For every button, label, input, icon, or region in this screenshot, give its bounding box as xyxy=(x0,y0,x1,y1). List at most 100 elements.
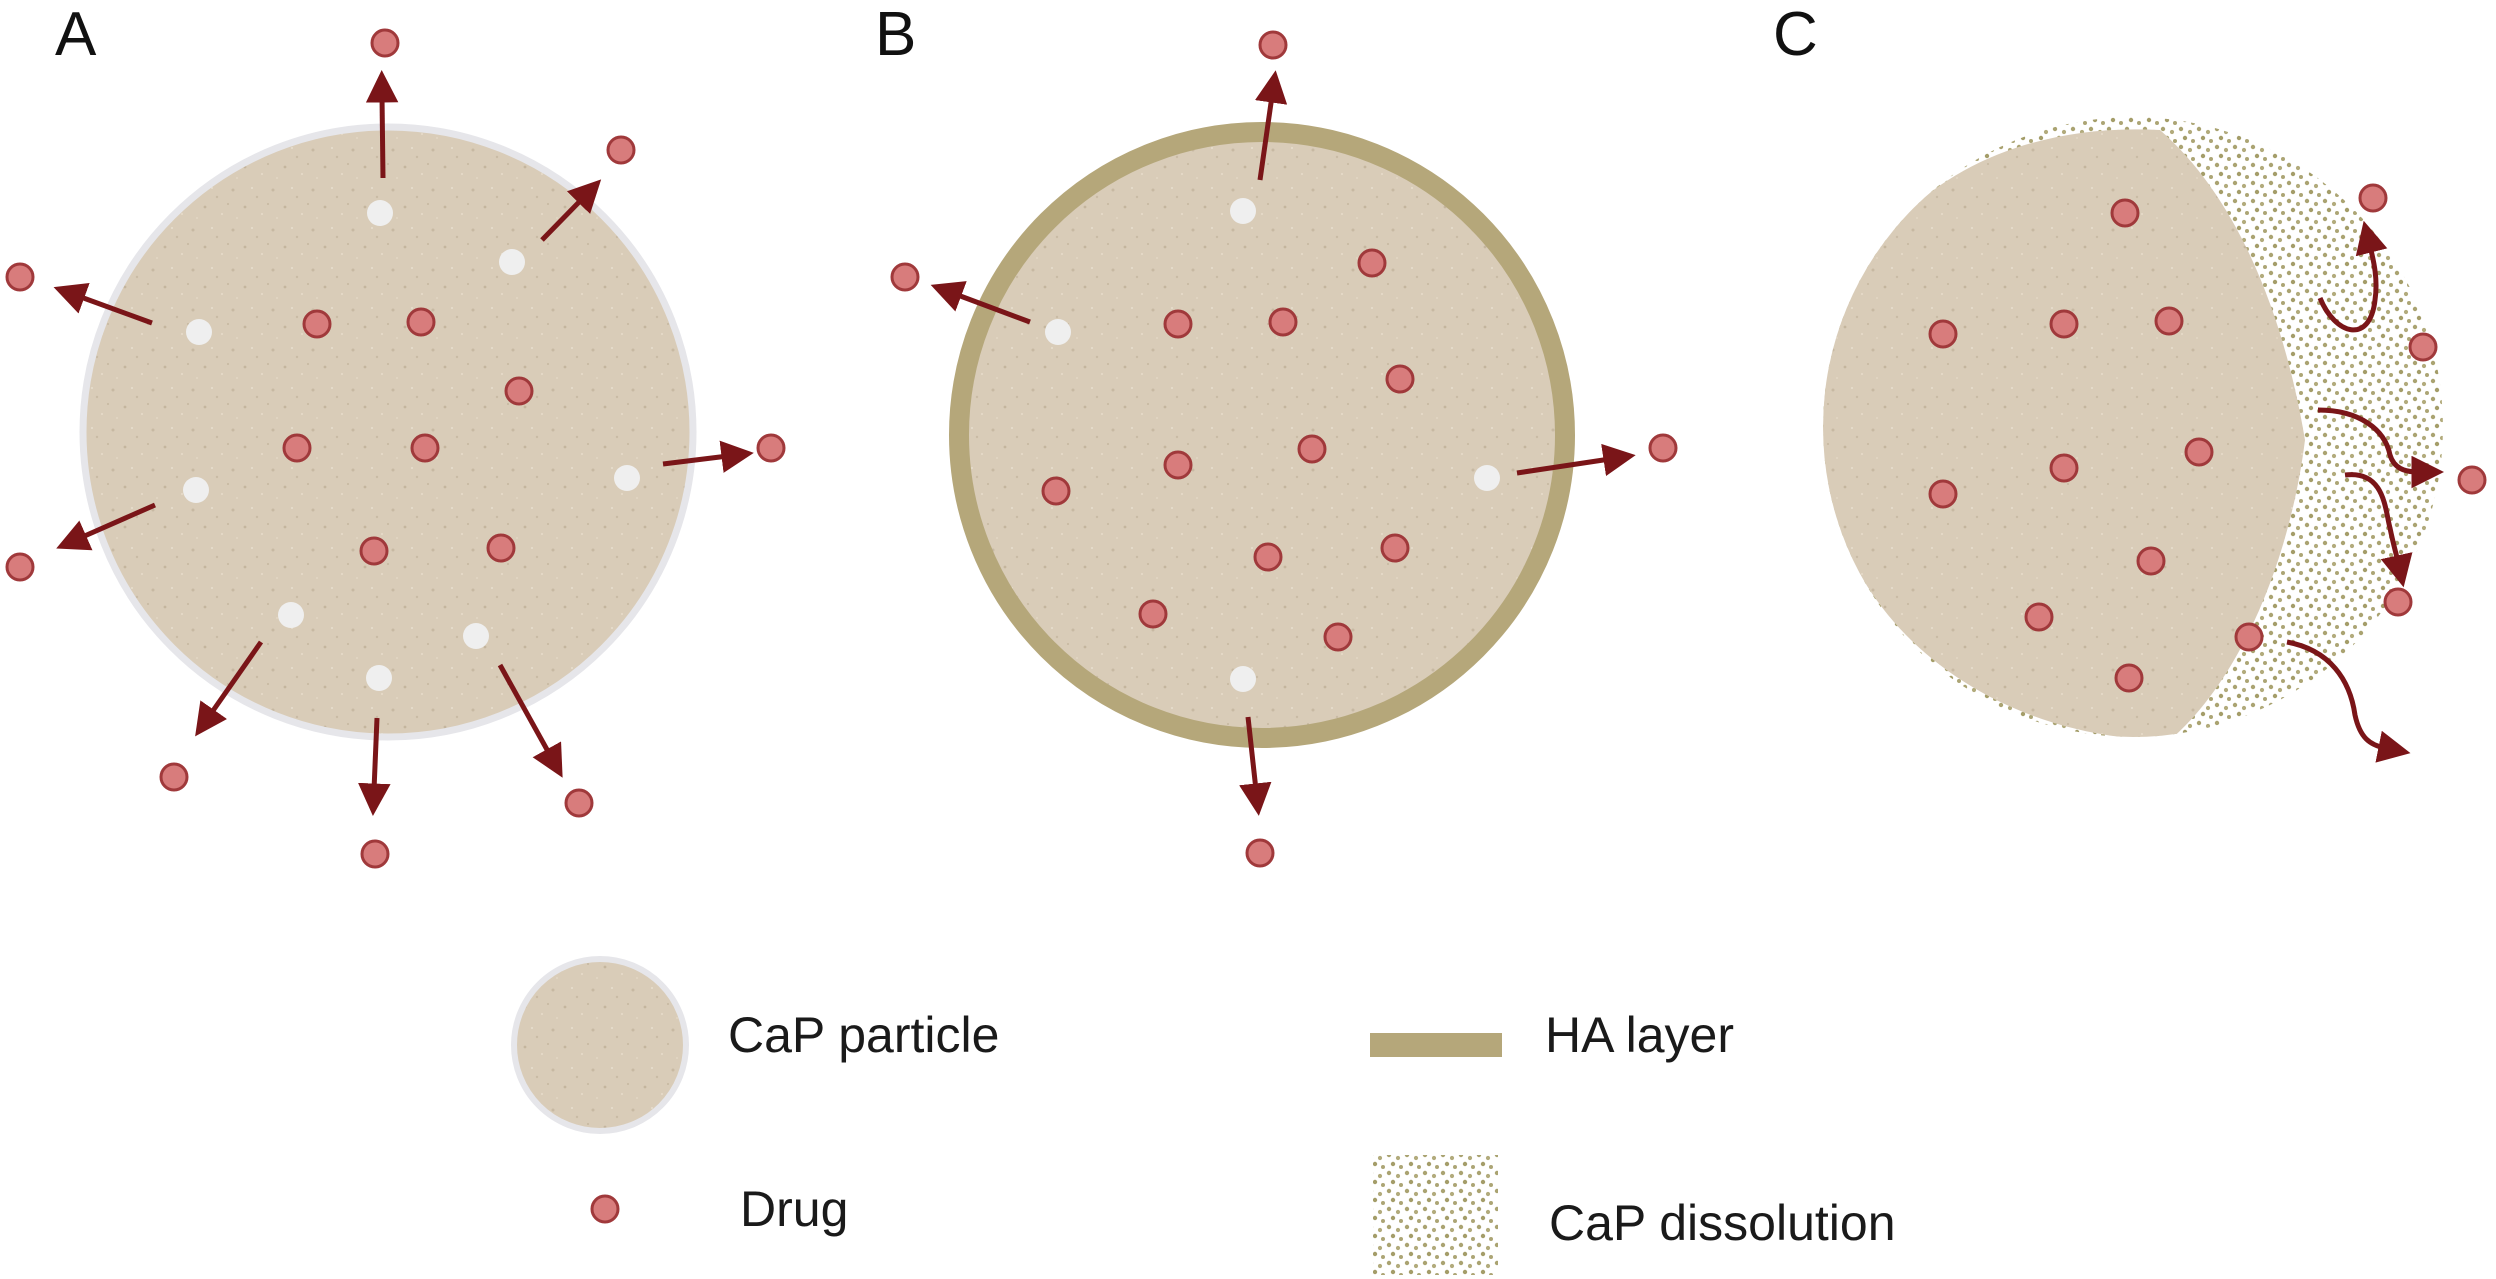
release-arrow xyxy=(2344,472,2413,588)
drug-molecule xyxy=(1928,479,1958,509)
drug-molecule xyxy=(1928,319,1958,349)
drug-molecule xyxy=(370,28,400,58)
release-arrows-c xyxy=(2286,220,2444,763)
drug-molecule xyxy=(2114,663,2144,693)
release-arrows-a xyxy=(53,70,754,816)
drugs-b-inside xyxy=(1041,248,1415,652)
release-arrow xyxy=(2317,407,2444,489)
drug-molecule xyxy=(2024,602,2054,632)
pore xyxy=(1230,666,1256,692)
drug-molecule xyxy=(2154,306,2184,336)
pore xyxy=(1045,319,1071,345)
legend: CaP particle Drug HA layer CaP dissoluti… xyxy=(511,956,1896,1275)
pores-b xyxy=(1045,198,1500,692)
panel-label-b: B xyxy=(875,0,916,69)
drug-molecule xyxy=(159,762,189,792)
drug-molecule xyxy=(1357,248,1387,278)
drug-molecule xyxy=(1041,476,1071,506)
legend-dissolution-label: CaP dissolution xyxy=(1549,1195,1896,1251)
release-arrow xyxy=(662,440,754,473)
ha-layer-ring xyxy=(949,122,1575,748)
drug-molecule xyxy=(1268,307,1298,337)
panel-label-a: A xyxy=(55,0,97,69)
drug-molecule xyxy=(5,262,35,292)
drug-molecule xyxy=(1245,838,1275,868)
release-arrow xyxy=(2317,220,2388,333)
legend-particle-label: CaP particle xyxy=(728,1007,999,1063)
drug-molecule xyxy=(282,433,312,463)
release-arrow xyxy=(1516,443,1636,477)
drug-molecule xyxy=(5,552,35,582)
drugs-c-released xyxy=(2358,183,2487,617)
pore xyxy=(1474,465,1500,491)
pore xyxy=(278,602,304,628)
panel-c xyxy=(1823,117,2487,763)
release-arrow xyxy=(56,502,157,551)
drug-molecule xyxy=(2110,198,2140,228)
release-arrow xyxy=(1254,70,1288,181)
drug-molecule xyxy=(2184,437,2214,467)
drug-molecule xyxy=(1297,434,1327,464)
drug-molecule xyxy=(890,262,920,292)
pore xyxy=(367,200,393,226)
cap-particle-c xyxy=(1823,129,2305,737)
drug-molecule xyxy=(360,839,390,869)
pore xyxy=(366,665,392,691)
pores-a xyxy=(183,200,640,691)
pore xyxy=(499,249,525,275)
release-arrows-b xyxy=(930,70,1636,816)
legend-ha-layer-swatch xyxy=(1370,1033,1502,1057)
drug-molecule xyxy=(302,309,332,339)
drug-molecule xyxy=(1253,542,1283,572)
drug-molecule xyxy=(756,433,786,463)
drug-molecule xyxy=(1380,533,1410,563)
pore xyxy=(186,319,212,345)
drug-molecule xyxy=(1163,450,1193,480)
drug-molecule xyxy=(2383,587,2413,617)
drug-molecule xyxy=(504,376,534,406)
release-arrow xyxy=(358,717,391,816)
drug-molecule xyxy=(1163,309,1193,339)
release-arrow xyxy=(195,640,264,737)
pore xyxy=(463,623,489,649)
legend-particle-swatch xyxy=(511,956,689,1134)
release-arrow xyxy=(2286,639,2411,763)
legend-drug-swatch xyxy=(590,1194,620,1224)
pore xyxy=(183,477,209,503)
panel-label-c: C xyxy=(1773,0,1818,69)
drug-molecule xyxy=(2049,309,2079,339)
release-arrow xyxy=(365,70,399,179)
drug-molecule xyxy=(2358,183,2388,213)
drug-molecule xyxy=(564,788,594,818)
drug-molecule xyxy=(2234,622,2264,652)
cap-particle-b xyxy=(959,132,1565,738)
drugs-a-inside xyxy=(282,307,534,566)
legend-ha-layer-label: HA layer xyxy=(1545,1007,1734,1063)
drug-molecule xyxy=(406,307,436,337)
release-arrow xyxy=(540,179,602,242)
drug-molecule xyxy=(2049,453,2079,483)
drug-molecule xyxy=(359,536,389,566)
drug-molecule xyxy=(410,433,440,463)
pore xyxy=(1230,198,1256,224)
drug-molecule xyxy=(2136,546,2166,576)
drug-molecule xyxy=(2457,465,2487,495)
release-arrow xyxy=(497,663,563,778)
legend-dissolution-swatch xyxy=(1373,1155,1498,1275)
drug-molecule xyxy=(1138,599,1168,629)
cap-particle-a xyxy=(79,123,697,741)
drug-molecule xyxy=(1258,30,1288,60)
drug-molecule xyxy=(1385,364,1415,394)
drugs-a-released xyxy=(5,28,786,869)
panel-a xyxy=(5,28,786,869)
drug-molecule xyxy=(486,533,516,563)
release-arrow xyxy=(930,281,1031,325)
drug-molecule xyxy=(2408,332,2438,362)
drugs-b-released xyxy=(890,30,1678,868)
drug-molecule xyxy=(1648,433,1678,463)
drug-molecule xyxy=(606,135,636,165)
legend-drug-label: Drug xyxy=(740,1181,848,1237)
pore xyxy=(614,465,640,491)
drug-molecule xyxy=(1323,622,1353,652)
